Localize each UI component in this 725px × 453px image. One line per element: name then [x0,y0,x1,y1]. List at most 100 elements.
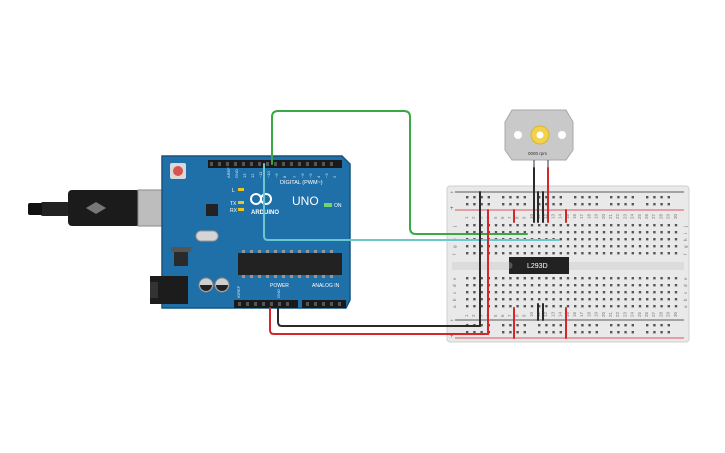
terminal-hole[interactable] [494,305,498,308]
terminal-hole[interactable] [473,245,476,248]
terminal-hole[interactable] [595,284,598,287]
terminal-hole[interactable] [646,305,649,308]
usb-cable[interactable] [28,189,173,227]
terminal-hole[interactable] [545,298,548,301]
terminal-hole[interactable] [653,224,656,227]
terminal-hole[interactable] [552,252,555,255]
terminal-hole[interactable] [610,231,613,234]
terminal-hole[interactable] [588,291,591,294]
arduino-board[interactable]: AREF GND 13 12 ~11 ~10 ~9 8 7 ~6 ~5 4 ~3… [150,155,351,309]
terminal-hole[interactable] [552,291,555,294]
terminal-hole[interactable] [638,238,642,241]
rail-hole[interactable] [538,324,541,327]
rail-hole[interactable] [667,203,670,206]
rail-hole[interactable] [595,203,598,206]
terminal-hole[interactable] [602,245,606,248]
rail-hole[interactable] [660,196,663,199]
terminal-hole[interactable] [559,252,562,255]
terminal-hole[interactable] [574,291,577,294]
terminal-hole[interactable] [574,238,577,241]
terminal-hole[interactable] [523,224,526,227]
terminal-hole[interactable] [653,245,656,248]
rail-hole[interactable] [545,196,548,199]
rail-hole[interactable] [667,324,670,327]
terminal-hole[interactable] [617,284,620,287]
terminal-hole[interactable] [502,277,505,280]
terminal-hole[interactable] [480,298,483,301]
terminal-hole[interactable] [545,245,548,248]
terminal-hole[interactable] [574,284,577,287]
rail-hole[interactable] [617,203,620,206]
terminal-hole[interactable] [509,291,512,294]
terminal-hole[interactable] [646,298,649,301]
terminal-hole[interactable] [480,291,483,294]
rail-hole[interactable] [466,196,469,199]
terminal-hole[interactable] [494,298,498,301]
terminal-hole[interactable] [595,252,598,255]
terminal-hole[interactable] [559,238,562,241]
terminal-hole[interactable] [653,277,656,280]
terminal-hole[interactable] [624,245,627,248]
terminal-hole[interactable] [624,238,627,241]
terminal-hole[interactable] [638,277,642,280]
terminal-hole[interactable] [552,305,555,308]
terminal-hole[interactable] [674,231,678,234]
rail-hole[interactable] [667,331,670,334]
rail-hole[interactable] [588,203,591,206]
terminal-hole[interactable] [588,252,591,255]
terminal-hole[interactable] [466,245,469,248]
rail-hole[interactable] [559,331,562,334]
terminal-hole[interactable] [646,284,649,287]
rail-hole[interactable] [480,324,483,327]
terminal-hole[interactable] [559,284,562,287]
terminal-hole[interactable] [631,245,634,248]
terminal-hole[interactable] [646,291,649,294]
rail-hole[interactable] [581,331,584,334]
terminal-hole[interactable] [624,305,627,308]
terminal-hole[interactable] [473,305,476,308]
terminal-hole[interactable] [494,231,498,234]
terminal-hole[interactable] [466,298,469,301]
terminal-hole[interactable] [588,277,591,280]
terminal-hole[interactable] [516,277,519,280]
terminal-hole[interactable] [631,277,634,280]
terminal-hole[interactable] [595,277,598,280]
rail-hole[interactable] [631,324,634,327]
terminal-hole[interactable] [480,224,483,227]
terminal-hole[interactable] [473,252,476,255]
terminal-hole[interactable] [588,305,591,308]
terminal-hole[interactable] [538,305,541,308]
terminal-hole[interactable] [509,252,512,255]
terminal-hole[interactable] [516,284,519,287]
terminal-hole[interactable] [667,291,670,294]
terminal-hole[interactable] [466,252,469,255]
terminal-hole[interactable] [602,224,606,227]
terminal-hole[interactable] [502,231,505,234]
terminal-hole[interactable] [595,224,598,227]
rail-hole[interactable] [538,203,541,206]
rail-hole[interactable] [646,196,649,199]
terminal-hole[interactable] [581,277,584,280]
rail-hole[interactable] [610,203,613,206]
rail-hole[interactable] [574,196,577,199]
terminal-hole[interactable] [667,231,670,234]
terminal-hole[interactable] [653,298,656,301]
terminal-hole[interactable] [545,291,548,294]
terminal-hole[interactable] [638,245,642,248]
terminal-hole[interactable] [610,298,613,301]
terminal-hole[interactable] [466,291,469,294]
terminal-hole[interactable] [646,224,649,227]
terminal-hole[interactable] [617,252,620,255]
terminal-hole[interactable] [617,238,620,241]
terminal-hole[interactable] [559,231,562,234]
terminal-hole[interactable] [466,284,469,287]
terminal-hole[interactable] [502,284,505,287]
5v-wire-red[interactable] [269,307,489,335]
terminal-hole[interactable] [660,224,663,227]
terminal-hole[interactable] [588,284,591,287]
rail-hole[interactable] [509,331,512,334]
terminal-hole[interactable] [588,245,591,248]
terminal-hole[interactable] [638,291,642,294]
terminal-hole[interactable] [581,231,584,234]
rail-hole[interactable] [617,331,620,334]
